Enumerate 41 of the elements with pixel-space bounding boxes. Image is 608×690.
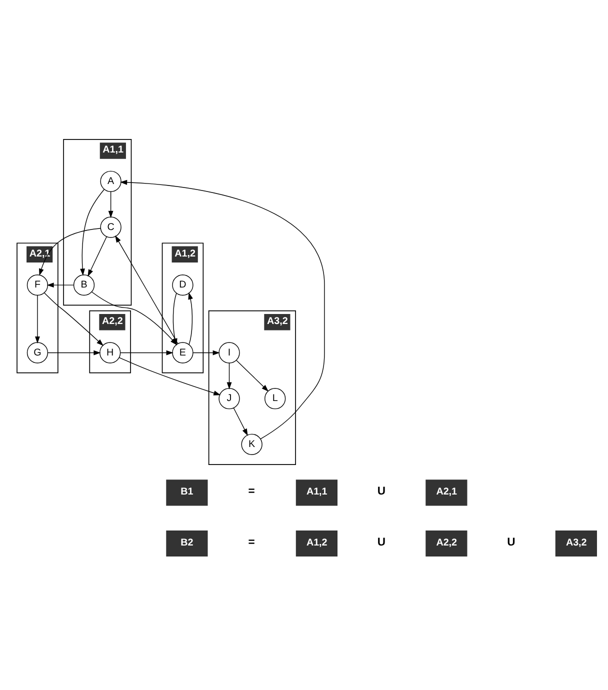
node-circle: C: [100, 216, 122, 238]
label: =: [248, 536, 255, 548]
node-box: B2: [166, 530, 208, 557]
node-circle: I: [218, 342, 240, 364]
label: =: [248, 486, 255, 498]
node-circle: K: [241, 434, 262, 455]
arrow: [88, 236, 107, 277]
arrow: [46, 282, 74, 288]
arrow: [236, 360, 269, 392]
arrow: [120, 350, 174, 356]
arrow: [35, 295, 40, 344]
arrow: [108, 191, 114, 218]
arrow: [80, 189, 104, 276]
node-circle: B: [73, 274, 95, 296]
node-circle: G: [26, 342, 48, 364]
arrow: [118, 357, 221, 396]
arrow: [48, 350, 101, 356]
label: U: [377, 536, 386, 548]
node-box: B1: [166, 480, 208, 506]
arrow: [120, 180, 325, 440]
node-circle: H: [100, 342, 121, 364]
arrow: [226, 362, 232, 390]
node-box: A3,2: [555, 530, 597, 557]
node-box: A2,2: [426, 530, 468, 557]
arrow: [188, 292, 193, 345]
label: U: [507, 536, 516, 548]
node-circle: F: [26, 274, 48, 296]
node-box: A1,2: [296, 530, 338, 557]
node-circle: D: [172, 274, 194, 296]
node-circle: J: [218, 388, 240, 410]
arrow: [44, 292, 104, 346]
node-box: A2,1: [426, 480, 468, 506]
label: U: [377, 486, 386, 498]
arrow: [115, 235, 178, 344]
arrow: [39, 228, 101, 276]
node-circle: E: [172, 342, 194, 364]
arrow: [233, 408, 248, 436]
node-box: A1,1: [296, 480, 338, 506]
node-circle: A: [100, 170, 122, 192]
node-circle: L: [264, 388, 286, 410]
arrow: [192, 350, 220, 356]
